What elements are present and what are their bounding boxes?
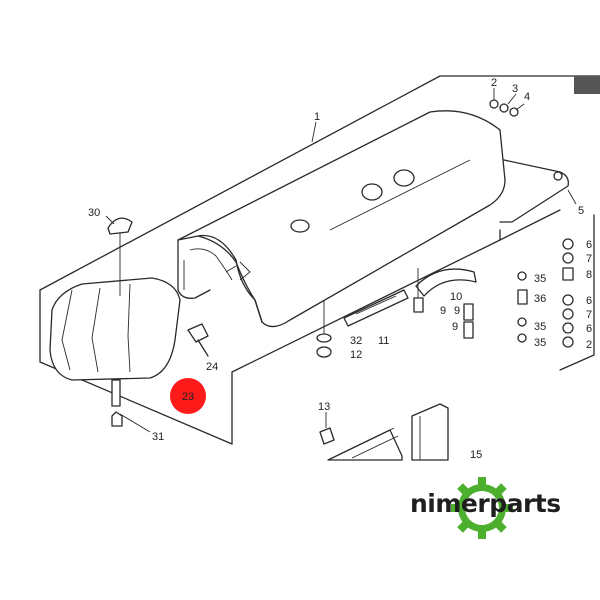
callout-31: 31 <box>152 431 164 443</box>
frame-lines <box>39 75 600 445</box>
highlight-label: 23 <box>182 391 194 403</box>
callout-5: 5 <box>578 205 584 217</box>
callout-3: 3 <box>512 83 518 95</box>
logo-wordmark: nimerparts <box>410 489 561 518</box>
strip-11 <box>343 289 409 327</box>
callout-2-bottom: 2 <box>586 339 592 351</box>
callout-2-top: 2 <box>491 77 497 89</box>
callout-7-a: 7 <box>586 253 592 265</box>
callout-11: 11 <box>378 335 389 347</box>
callout-6-c: 6 <box>586 323 592 335</box>
fasteners-2-3-4 <box>489 99 519 117</box>
gear-icon <box>451 477 513 539</box>
callout-7-b: 7 <box>586 309 592 321</box>
corner-block <box>574 76 600 94</box>
callout-36: 36 <box>534 293 546 305</box>
logo-text-left: nim <box>410 489 461 518</box>
bolt-24 <box>187 323 209 357</box>
callout-8: 8 <box>586 269 592 281</box>
callout-9-b: 9 <box>454 305 460 317</box>
callout-4: 4 <box>524 91 530 103</box>
clips-9 <box>413 297 474 339</box>
lower-parts <box>319 403 449 461</box>
callout-9-a: 9 <box>440 305 446 317</box>
callout-1: 1 <box>314 111 320 123</box>
callout-6-b: 6 <box>586 295 592 307</box>
callout-12: 12 <box>350 349 362 361</box>
callout-35-a: 35 <box>534 273 546 285</box>
bracket-10 <box>415 268 477 300</box>
callout-labels: 1 2 3 4 5 30 24 31 32 12 11 10 9 9 9 35 … <box>88 77 592 461</box>
fastener-32-12 <box>316 300 332 358</box>
hood-part <box>177 110 506 328</box>
callout-15: 15 <box>470 449 482 461</box>
leader-lines <box>105 88 577 433</box>
callout-24: 24 <box>206 361 218 373</box>
callout-35-b: 35 <box>534 321 546 333</box>
callout-30: 30 <box>88 207 100 219</box>
rod-5 <box>499 159 569 223</box>
highlight-marker <box>170 378 206 414</box>
logo-text-right: erparts <box>460 489 561 518</box>
callout-13: 13 <box>318 401 330 413</box>
callout-35-c: 35 <box>534 337 546 349</box>
callout-6-a: 6 <box>586 239 592 251</box>
fuel-tank-part <box>49 217 181 427</box>
right-parts-stack <box>517 238 574 348</box>
callout-32: 32 <box>350 335 362 347</box>
callout-9-c: 9 <box>452 321 458 333</box>
callout-10: 10 <box>450 291 462 303</box>
